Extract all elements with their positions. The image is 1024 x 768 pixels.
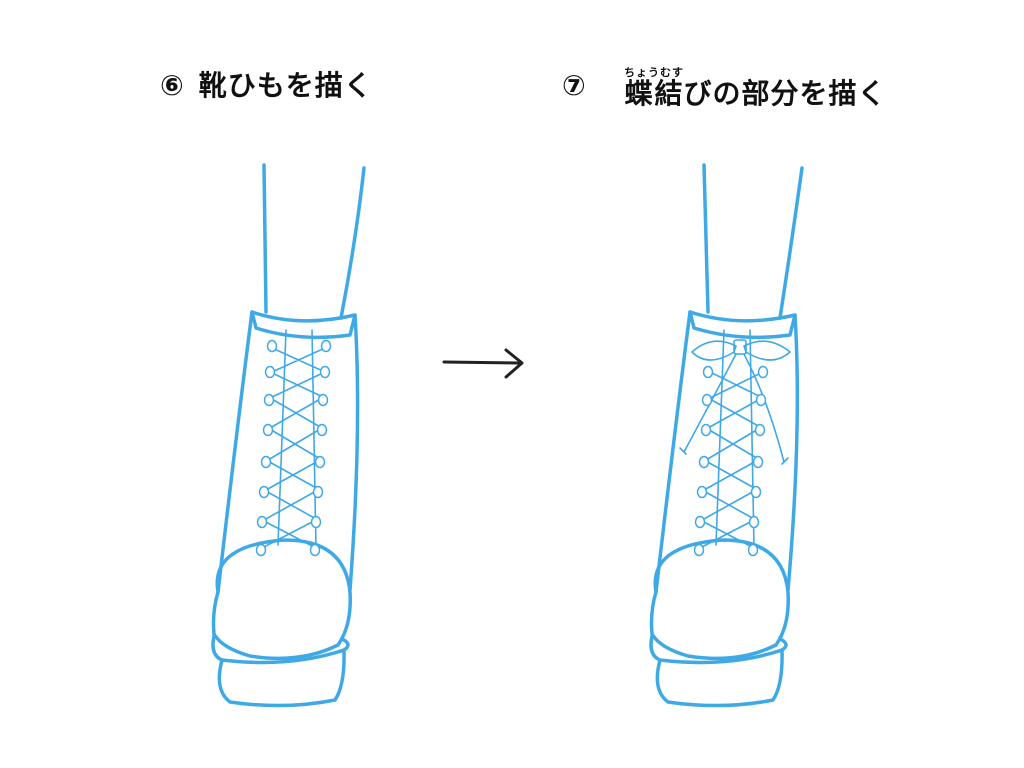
bow-tail-right — [743, 353, 785, 463]
lacing-edge-right — [749, 329, 755, 549]
step7-ruby-base: 蝶結 — [624, 77, 684, 110]
boot-welt — [211, 634, 350, 665]
bow-loop-left — [691, 340, 737, 361]
leg-line-right — [778, 166, 804, 320]
step7-number: ⑦ — [562, 69, 587, 102]
boot-sole — [655, 648, 784, 708]
step7-ruby: 蝶結ちょうむす — [624, 66, 684, 110]
boot-cuff — [250, 310, 357, 340]
right-arrow-icon — [442, 348, 524, 379]
eyelets — [693, 365, 769, 557]
boot-toe — [649, 538, 790, 661]
step7-ruby-reading: ちょうむす — [624, 66, 684, 79]
leg-line-right — [339, 166, 366, 320]
leg-line-left — [262, 163, 268, 314]
step6-title-text: 靴ひもを描く — [198, 69, 373, 102]
boot-welt — [649, 634, 788, 665]
step7-title-rest: びの部分を描く — [683, 77, 887, 110]
bow-knot — [733, 339, 747, 355]
lacing-edge-right — [311, 329, 317, 549]
shoelaces — [261, 347, 326, 549]
boot-shaft-left — [654, 310, 692, 594]
step7-title: ⑦ 蝶結ちょうむすびの部分を描く — [562, 66, 892, 114]
step7-title-text: 蝶結ちょうむすびの部分を描く — [624, 66, 892, 114]
shoelaces — [699, 371, 764, 549]
bow-tail-ends — [679, 447, 789, 465]
eyelets — [255, 339, 332, 557]
boot-shaft-left — [216, 310, 254, 594]
boot-sole — [217, 648, 346, 708]
boot-sketch-step6 — [211, 163, 366, 708]
leg-line-left — [702, 163, 710, 314]
boot-shaft-right — [348, 313, 360, 592]
lacing-edge-left — [715, 329, 725, 546]
boot-toe — [211, 538, 352, 661]
boot-shaft-right — [786, 313, 800, 592]
bow-loop-right — [743, 340, 791, 361]
step6-number: ⑥ — [160, 69, 185, 102]
boot-cuff — [688, 310, 797, 340]
boot-sketch-step7 — [649, 163, 804, 708]
step6-title: ⑥ 靴ひもを描く — [160, 66, 373, 106]
